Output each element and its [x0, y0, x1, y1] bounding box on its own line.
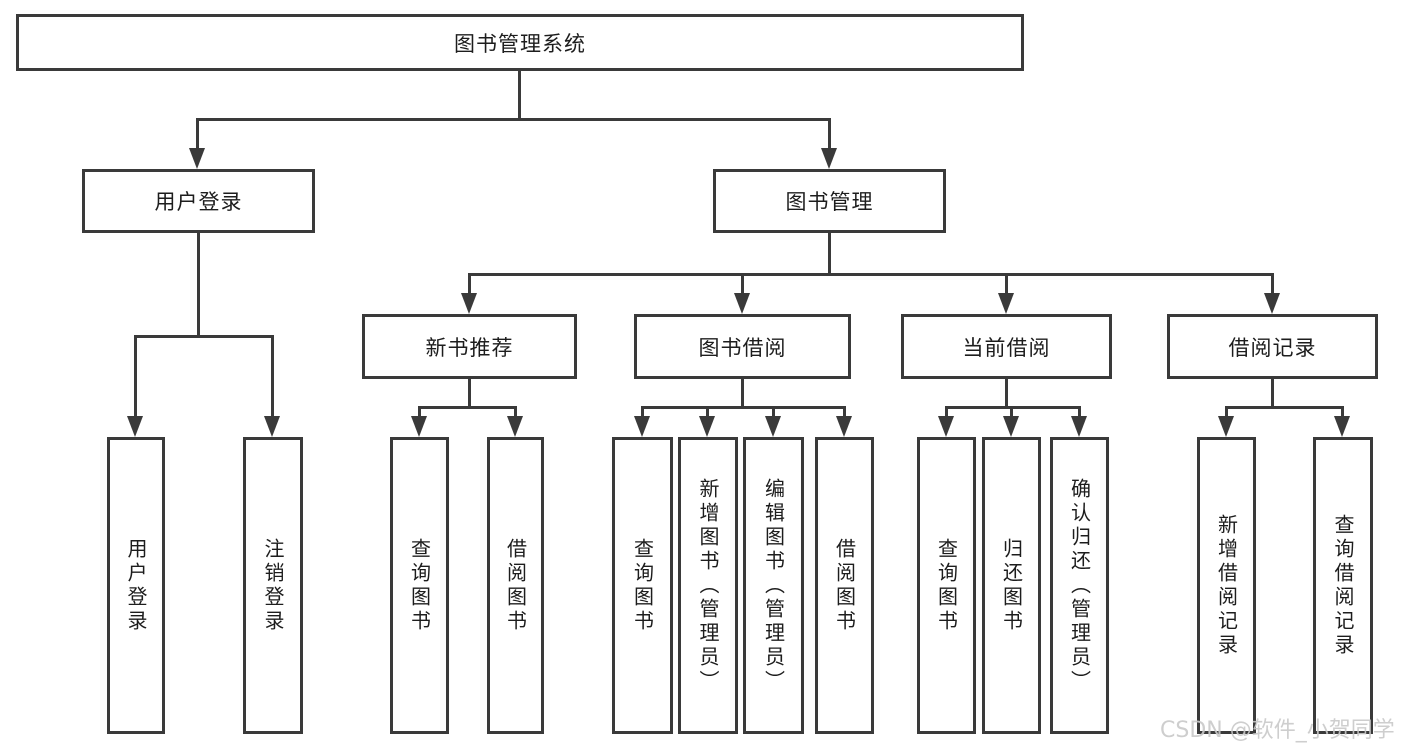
node-new-book-recommend: 新书推荐 — [362, 314, 577, 379]
arrow-down-icon — [1071, 416, 1087, 437]
node-label: 图书管理系统 — [454, 31, 586, 56]
connector-leaf-drop — [843, 406, 846, 420]
connector-leaf-drop — [514, 406, 517, 420]
arrow-down-icon — [1264, 293, 1280, 314]
node-label: 新书推荐 — [425, 335, 514, 360]
arrow-down-icon — [461, 293, 477, 314]
arrow-down-icon — [189, 148, 205, 169]
leaf-logout: 注销登录 — [243, 437, 303, 734]
node-label: 查询图书 — [407, 537, 432, 634]
connector-leaf-drop — [706, 406, 709, 420]
leaf-query-books-recommend: 查询图书 — [390, 437, 449, 734]
node-label: 借阅记录 — [1228, 335, 1317, 360]
arrow-down-icon — [411, 416, 427, 437]
arrow-down-icon — [507, 416, 523, 437]
connector-records-drop — [1271, 273, 1274, 297]
node-label: 当前借阅 — [962, 335, 1051, 360]
connector-leaf-drop — [945, 406, 948, 420]
node-label: 查询借阅记录 — [1331, 513, 1355, 658]
connector-recommend-stem — [468, 379, 471, 409]
leaf-query-books-current: 查询图书 — [917, 437, 976, 734]
connector-borrowing-stem — [741, 379, 744, 409]
arrow-down-icon — [634, 416, 650, 437]
node-label: 查询图书 — [934, 537, 959, 634]
arrow-down-icon — [699, 416, 715, 437]
node-book-borrowing: 图书借阅 — [634, 314, 851, 379]
node-label: 查询图书 — [630, 537, 655, 634]
node-label: 确认归还（管理员） — [1067, 477, 1092, 694]
leaf-borrow-books: 借阅图书 — [815, 437, 874, 734]
connector-leaf-drop — [641, 406, 644, 420]
connector-recommend-rail — [418, 406, 517, 409]
connector-level2-rail — [197, 118, 831, 121]
leaf-query-borrow-record: 查询借阅记录 — [1313, 437, 1373, 734]
connector-leaf-drop — [271, 335, 274, 419]
node-current-borrowing: 当前借阅 — [901, 314, 1112, 379]
node-label: 新增借阅记录 — [1214, 513, 1239, 658]
arrow-down-icon — [938, 416, 954, 437]
connector-leaf-drop — [418, 406, 421, 420]
connector-leaf-drop — [1010, 406, 1013, 420]
connector-book-mgmt-drop — [828, 118, 831, 152]
arrow-down-icon — [734, 293, 750, 314]
arrow-down-icon — [821, 148, 837, 169]
connector-root-stem — [518, 70, 521, 120]
node-label: 编辑图书（管理员） — [761, 477, 786, 694]
connector-user-login-stem — [197, 233, 200, 338]
connector-records-rail — [1225, 406, 1344, 409]
node-user-login-module: 用户登录 — [82, 169, 315, 233]
arrow-down-icon — [998, 293, 1014, 314]
arrow-down-icon — [765, 416, 781, 437]
connector-current-rail — [945, 406, 1081, 409]
connector-recommend-drop — [468, 273, 471, 297]
leaf-add-borrow-record: 新增借阅记录 — [1197, 437, 1256, 734]
arrow-down-icon — [127, 416, 143, 437]
node-label: 借阅图书 — [503, 537, 528, 634]
leaf-confirm-return-admin: 确认归还（管理员） — [1050, 437, 1109, 734]
node-label: 用户登录 — [154, 190, 243, 214]
node-book-management-module: 图书管理 — [713, 169, 946, 233]
node-borrowing-records: 借阅记录 — [1167, 314, 1378, 379]
leaf-return-books: 归还图书 — [982, 437, 1041, 734]
connector-leaf-drop — [1225, 406, 1228, 420]
arrow-down-icon — [1334, 416, 1350, 437]
connector-current-drop — [1005, 273, 1008, 297]
node-root-system: 图书管理系统 — [16, 14, 1024, 71]
connector-borrowing-rail — [641, 406, 846, 409]
arrow-down-icon — [264, 416, 280, 437]
connector-leaf-drop — [134, 335, 137, 419]
connector-user-login-rail — [134, 335, 274, 338]
arrow-down-icon — [836, 416, 852, 437]
connector-level3-rail — [468, 273, 1274, 276]
node-label: 图书管理 — [785, 190, 874, 214]
leaf-add-books-admin: 新增图书（管理员） — [678, 437, 738, 734]
csdn-watermark: CSDN @软件_小贺同学 — [1160, 718, 1395, 743]
leaf-borrow-books-recommend: 借阅图书 — [487, 437, 544, 734]
node-label: 注销登录 — [261, 537, 285, 634]
node-label: 借阅图书 — [832, 537, 857, 634]
node-label: 归还图书 — [999, 537, 1024, 634]
connector-leaf-drop — [1078, 406, 1081, 420]
connector-records-stem — [1271, 379, 1274, 409]
arrow-down-icon — [1218, 416, 1234, 437]
connector-leaf-drop — [772, 406, 775, 420]
connector-current-stem — [1005, 379, 1008, 409]
leaf-query-books-borrowing: 查询图书 — [612, 437, 673, 734]
leaf-user-login: 用户登录 — [107, 437, 165, 734]
leaf-edit-books-admin: 编辑图书（管理员） — [743, 437, 804, 734]
arrow-down-icon — [1003, 416, 1019, 437]
connector-borrowing-drop — [741, 273, 744, 297]
connector-leaf-drop — [1341, 406, 1344, 420]
node-label: 图书借阅 — [698, 335, 787, 360]
node-label: 新增图书（管理员） — [696, 477, 720, 694]
node-label: 用户登录 — [124, 537, 148, 634]
connector-book-mgmt-stem — [828, 233, 831, 275]
connector-user-login-drop — [196, 118, 199, 152]
